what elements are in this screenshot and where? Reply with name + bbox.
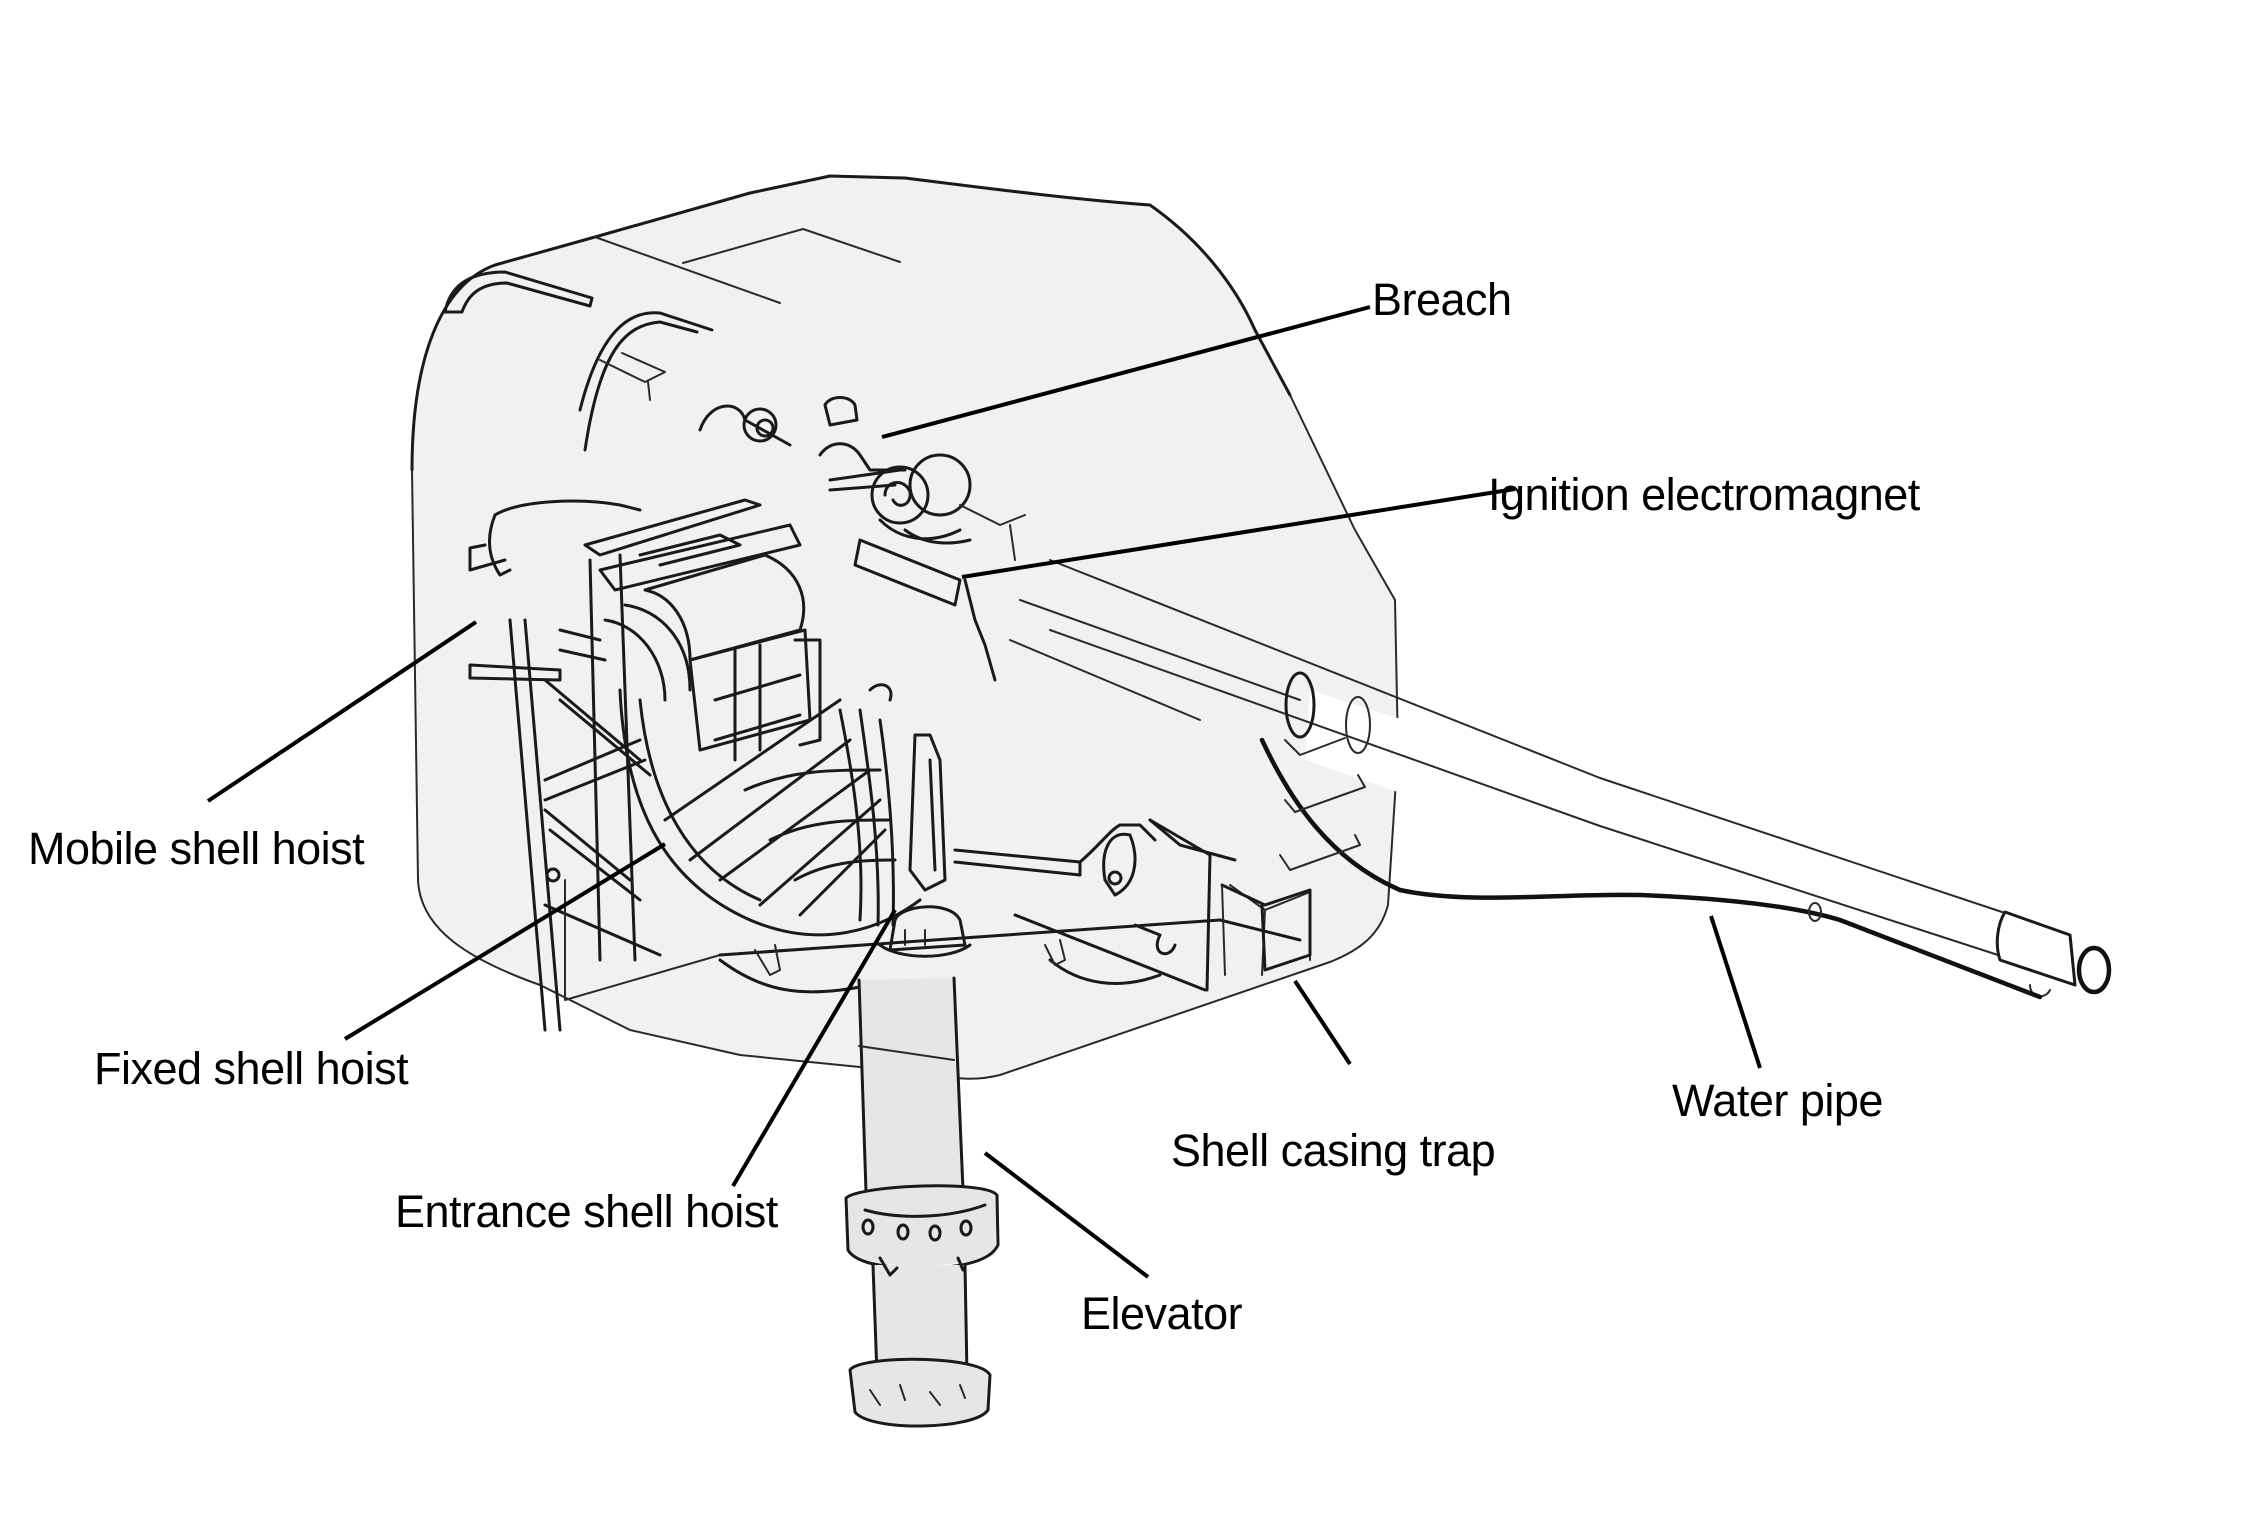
barrel-sleeve	[1345, 696, 1371, 754]
muzzle-opening	[2076, 945, 2112, 995]
barrel-inner-line-2	[1009, 639, 1201, 721]
gun-barrel	[1305, 690, 2005, 1000]
turret-housing	[412, 176, 1398, 1079]
leader-breach	[881, 305, 1371, 439]
hatch-bracket	[599, 352, 666, 401]
roof-seam	[594, 236, 781, 304]
leader-casing-trap	[1293, 979, 1352, 1066]
muzzle-brake	[1995, 910, 2077, 987]
roof-rail	[443, 270, 594, 314]
leader-entrance-hoist	[731, 908, 897, 1188]
barrel-bottom-edge	[1049, 629, 1999, 956]
leader-mobile-hoist	[206, 620, 478, 803]
leader-elevator	[983, 1151, 1150, 1279]
floor-bolt-r	[1044, 939, 1066, 966]
label-ignition-electromagnet: Ignition electromagnet	[1488, 469, 1920, 520]
breech-mechanism	[698, 396, 1026, 682]
water-pipe-line	[1259, 737, 2043, 1000]
gun-cradle	[953, 818, 1237, 992]
face-bracket-1	[1284, 737, 1346, 756]
fixed-shell-hoist	[618, 683, 922, 937]
leader-fixed-hoist	[343, 842, 667, 1041]
hatch-rail	[578, 311, 714, 452]
roof-panel	[682, 228, 901, 264]
turret-outline	[410, 174, 1292, 472]
shell-casing-trap	[1220, 883, 1312, 976]
barrel-top-edge	[1049, 559, 2006, 914]
leader-ignition	[961, 487, 1516, 579]
pipe-clamp	[1808, 902, 1822, 922]
label-shell-casing-trap: Shell casing trap	[1171, 1125, 1496, 1176]
label-water-pipe: Water pipe	[1672, 1075, 1883, 1126]
turret-floor	[564, 879, 721, 1001]
label-entrance-shell-hoist: Entrance shell hoist	[395, 1186, 778, 1237]
elevator-column	[844, 976, 1000, 1428]
entrance-shell-hoist	[878, 733, 972, 958]
leader-water-pipe	[1709, 915, 1762, 1069]
floor-bolt-l	[754, 944, 781, 976]
barrel-collar	[1284, 671, 1316, 739]
label-fixed-shell-hoist: Fixed shell hoist	[94, 1043, 409, 1094]
face-bracket-3	[1279, 834, 1361, 871]
face-bracket-2	[1284, 774, 1366, 813]
barrel-inner-line	[1019, 599, 1301, 701]
label-breach: Breach	[1372, 274, 1512, 325]
label-mobile-shell-hoist: Mobile shell hoist	[28, 823, 365, 874]
floor-ring	[718, 918, 1302, 957]
label-elevator: Elevator	[1081, 1288, 1243, 1339]
